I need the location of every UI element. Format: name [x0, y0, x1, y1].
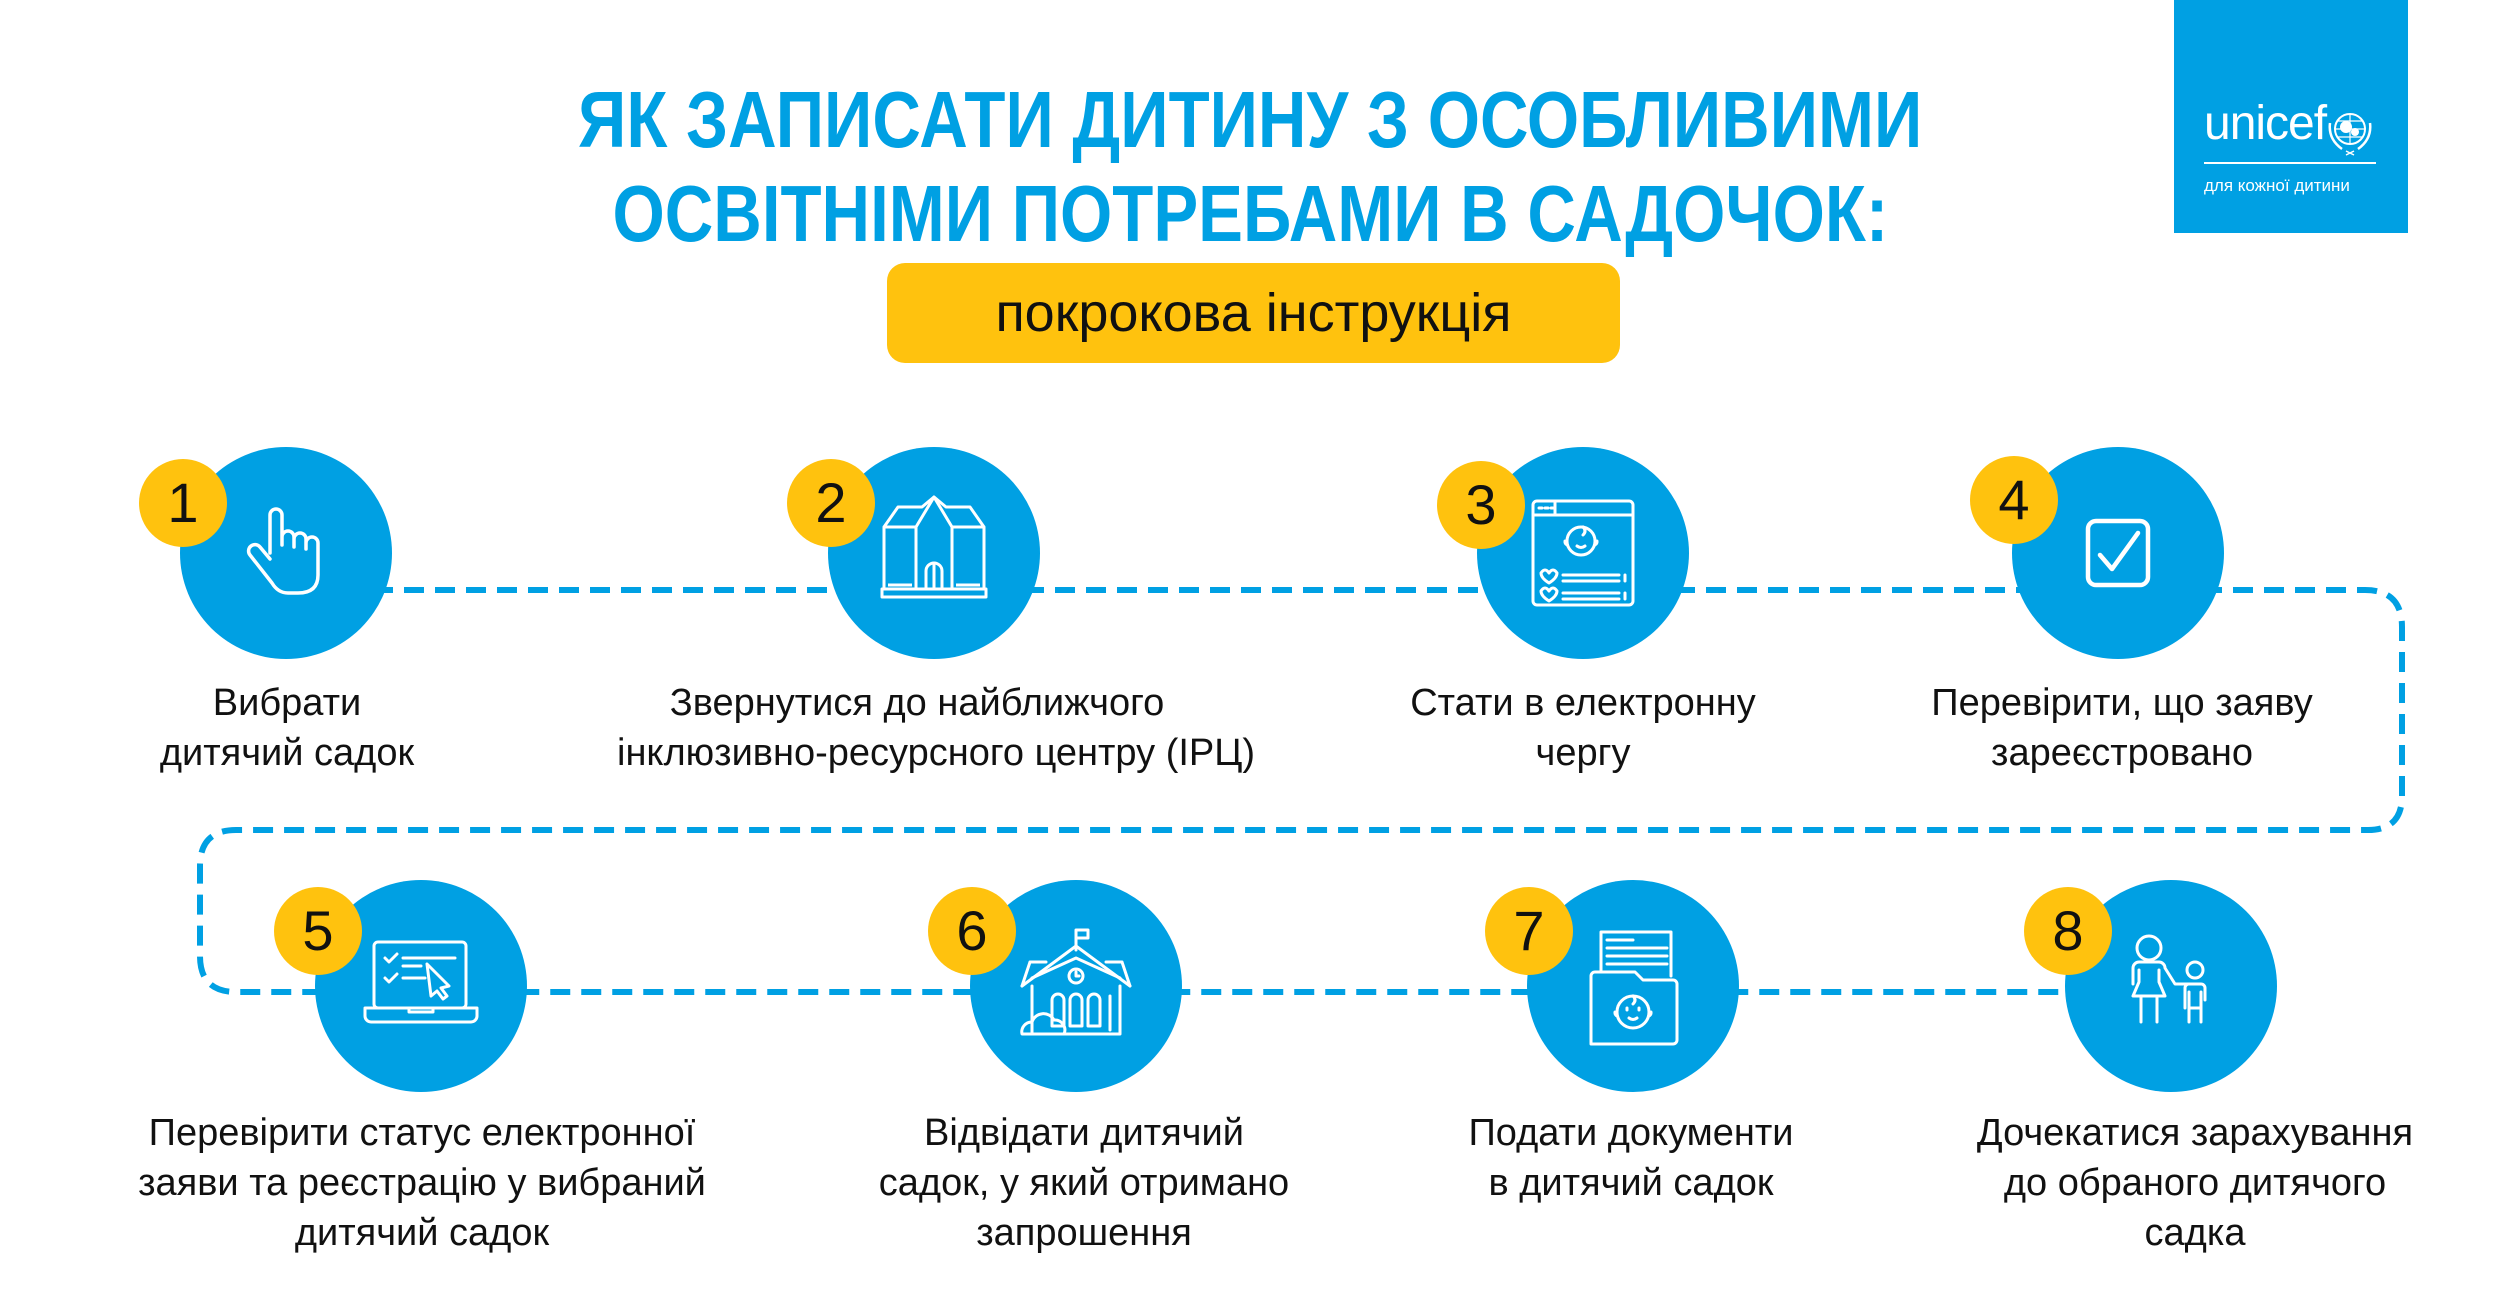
step-number: 3 — [1465, 473, 1497, 536]
label-line: Відвідати дитячий — [924, 1112, 1244, 1154]
step-3-label: Стати в електронну чергу — [1303, 678, 1863, 778]
label-line: Звернутися до найближчого — [669, 682, 1165, 724]
step-8-label: Дочекатися зарахування до обраного дитяч… — [1915, 1108, 2475, 1258]
browser-baby-profile-icon — [1531, 499, 1635, 607]
step-8-badge: 8 — [2024, 887, 2112, 975]
page-title-line-2: ОСВІТНІМИ ПОТРЕБАМИ В САДОЧОК: — [612, 169, 1888, 258]
step-7-label: Подати документи в дитячий садок — [1351, 1108, 1911, 1208]
label-line: садок, у який отримано — [878, 1162, 1290, 1204]
step-4-badge: 4 — [1970, 456, 2058, 544]
label-line: садка — [2144, 1212, 2246, 1254]
parent-child-icon — [2131, 934, 2207, 1024]
logo-divider — [2204, 162, 2376, 164]
step-number: 8 — [2052, 899, 2084, 962]
label-line: чергу — [1535, 732, 1631, 774]
step-2-label: Звернутися до найближчого інклюзивно-рес… — [617, 678, 1256, 778]
label-line: в дитячий садок — [1488, 1162, 1774, 1204]
label-line: Вибрати — [212, 682, 362, 724]
step-1-label: Вибрати дитячий садок — [7, 678, 567, 778]
step-number: 1 — [167, 471, 199, 534]
label-line: Дочекатися зарахування — [1976, 1112, 2414, 1154]
label-line: Подати документи — [1468, 1112, 1794, 1154]
pointing-hand-icon — [246, 507, 320, 595]
step-number: 4 — [1998, 468, 2030, 531]
checkbox-checked-icon — [2085, 518, 2151, 588]
step-number: 2 — [815, 471, 847, 534]
step-7-badge: 7 — [1485, 887, 1573, 975]
label-line: зареєстровано — [1991, 732, 2253, 774]
label-line: Перевірити, що заяву — [1931, 682, 2313, 724]
step-number: 5 — [302, 899, 334, 962]
label-line: заяви та реєстрацію у вибраний — [138, 1162, 706, 1204]
step-number: 6 — [956, 899, 988, 962]
step-5-label: Перевірити статус електронної заяви та р… — [112, 1108, 732, 1258]
label-line: інклюзивно-ресурсного центру (ІРЦ) — [617, 732, 1256, 774]
step-5-badge: 5 — [274, 887, 362, 975]
laptop-checklist-icon — [363, 940, 479, 1024]
step-2-badge: 2 — [787, 459, 875, 547]
subtitle-text: покрокова інструкція — [995, 283, 1512, 343]
kindergarten-house-icon — [1020, 928, 1132, 1036]
step-1-badge: 1 — [139, 459, 227, 547]
label-line: до обраного дитячого — [2003, 1162, 2387, 1204]
folder-documents-baby-icon — [1589, 930, 1679, 1046]
logo-tagline: для кожної дитини — [2204, 176, 2350, 195]
un-emblem-icon — [2328, 113, 2372, 156]
step-6-label: Відвідати дитячий садок, у який отримано… — [804, 1108, 1364, 1258]
page-title-line-1: ЯК ЗАПИСАТИ ДИТИНУ З ОСОБЛИВИМИ — [577, 75, 1923, 164]
label-line: запрошення — [976, 1212, 1192, 1254]
unicef-wordmark: unicef — [2204, 97, 2327, 150]
step-6-badge: 6 — [928, 887, 1016, 975]
step-3-badge: 3 — [1437, 461, 1525, 549]
subtitle-badge: покрокова інструкція — [887, 263, 1620, 363]
unicef-logo: unicef для кожної дитини — [2174, 0, 2408, 233]
building-icon — [880, 495, 988, 599]
label-line: Стати в електронну — [1410, 682, 1756, 724]
label-line: дитячий садок — [294, 1212, 550, 1254]
label-line: дитячий садок — [159, 732, 415, 774]
step-number: 7 — [1513, 899, 1545, 962]
step-4-label: Перевірити, що заяву зареєстровано — [1842, 678, 2402, 778]
label-line: Перевірити статус електронної — [148, 1112, 696, 1154]
